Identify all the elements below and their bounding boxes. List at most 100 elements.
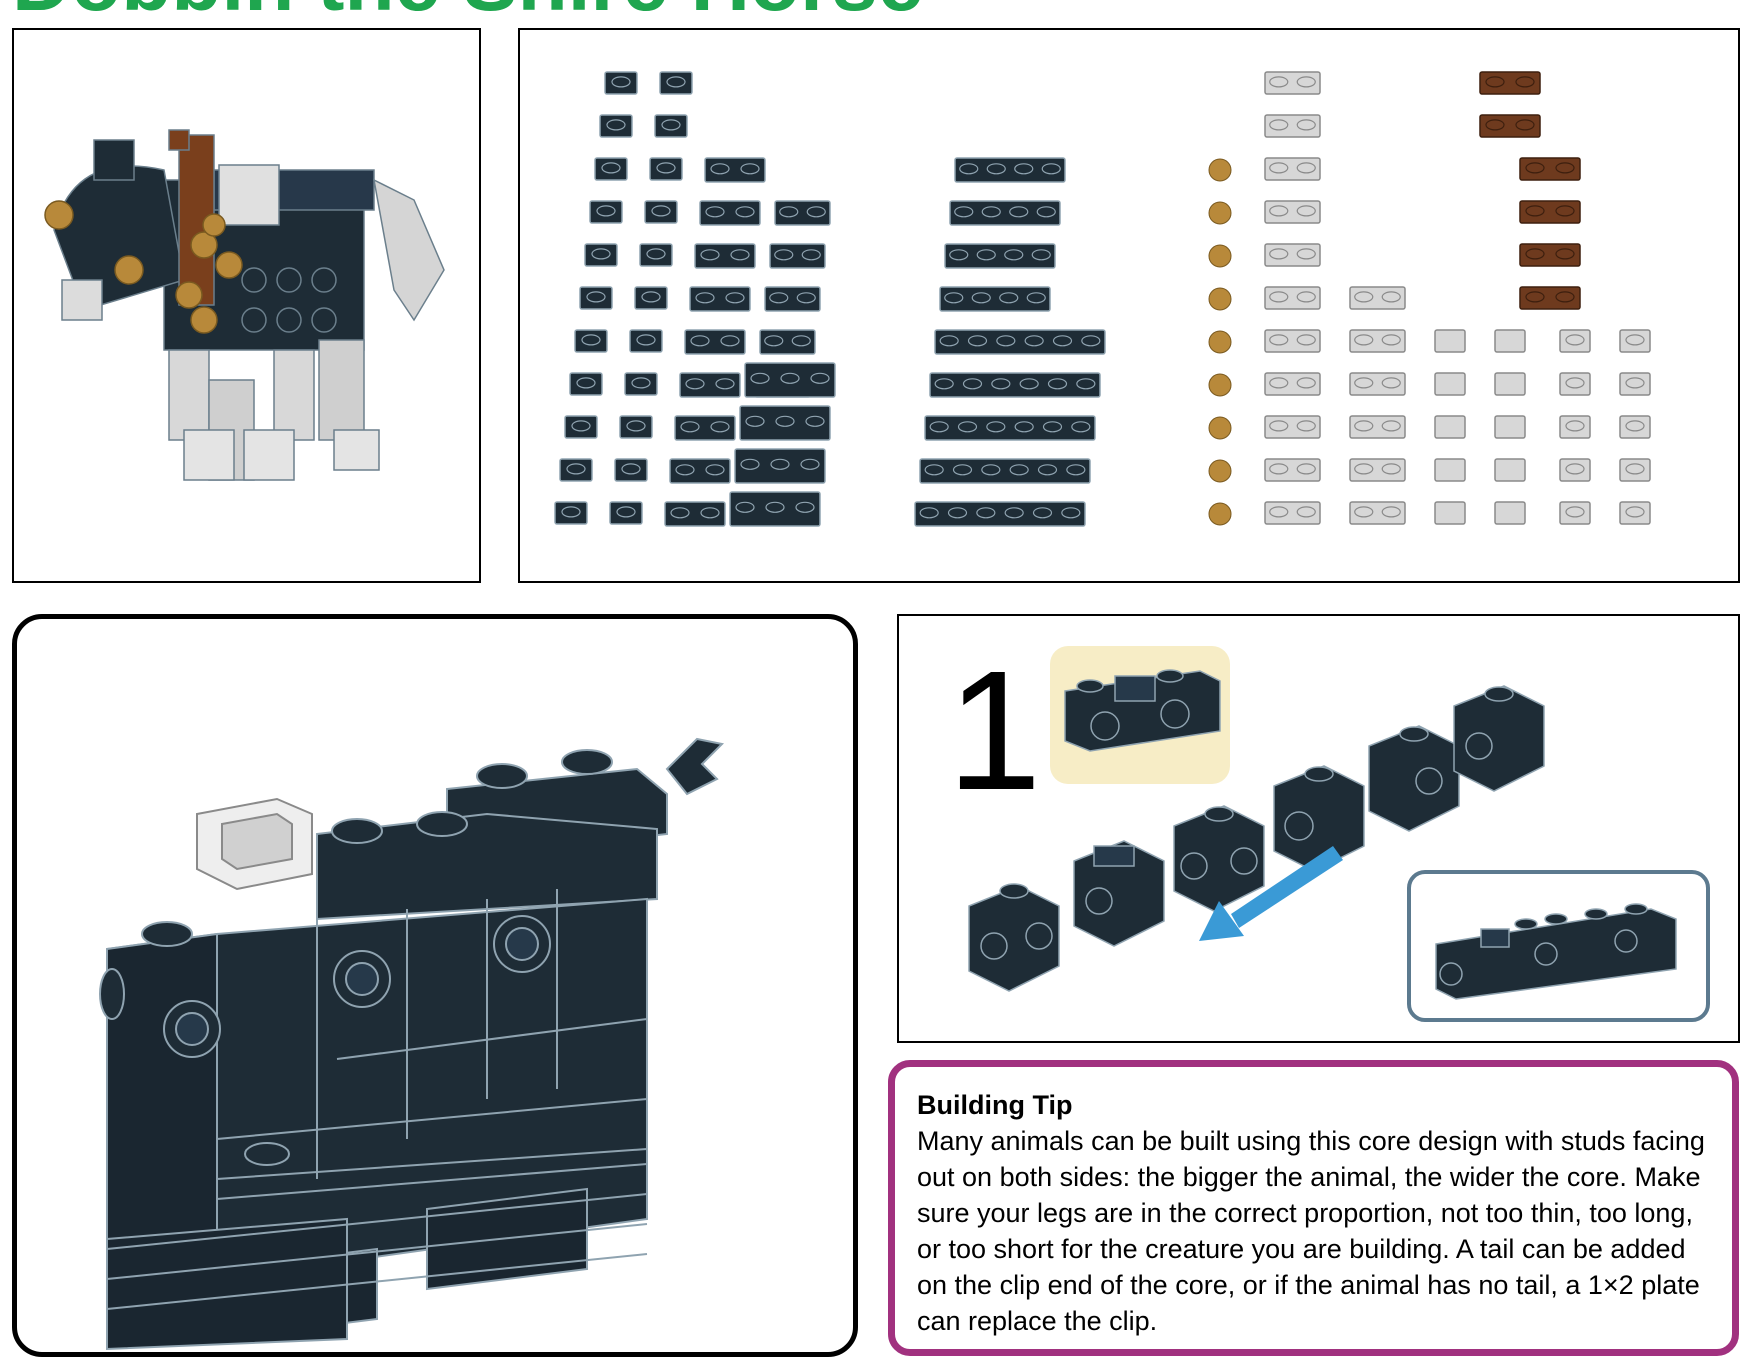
- part-piece: [1208, 158, 1232, 182]
- part-piece: [1619, 458, 1651, 482]
- core-assembly-panel: [12, 614, 858, 1357]
- part-piece: [1494, 372, 1526, 396]
- part-piece: [1264, 501, 1321, 525]
- part-piece: [1494, 329, 1526, 353]
- arrow-icon: [1199, 846, 1343, 941]
- part-piece: [1619, 329, 1651, 353]
- part-piece: [1349, 286, 1406, 310]
- part-piece: [1519, 200, 1581, 224]
- step-number: 1: [947, 636, 1042, 826]
- part-piece: [1434, 415, 1466, 439]
- step-result-box: [1407, 870, 1710, 1022]
- part-piece: [579, 286, 613, 310]
- part-piece: [1619, 372, 1651, 396]
- part-piece: [1519, 157, 1581, 181]
- part-piece: [654, 114, 688, 138]
- part-piece: [1208, 244, 1232, 268]
- part-piece: [924, 415, 1096, 441]
- part-piece: [609, 501, 643, 525]
- part-piece: [1208, 330, 1232, 354]
- finished-model-panel: [12, 28, 481, 583]
- parts-inventory-panel: [518, 28, 1740, 583]
- tip-body: Many animals can be built using this cor…: [917, 1126, 1705, 1336]
- part-piece: [684, 329, 746, 355]
- part-piece: [634, 286, 668, 310]
- horse-model-illustration: [44, 129, 445, 481]
- part-piece: [739, 405, 831, 441]
- core-assembly-illustration: [99, 737, 725, 1351]
- part-piece: [679, 372, 741, 398]
- part-piece: [1264, 243, 1321, 267]
- part-piece: [949, 200, 1061, 226]
- part-piece: [649, 157, 683, 181]
- core-result-illustration: [1435, 903, 1677, 1000]
- part-piece: [1264, 157, 1321, 181]
- part-piece: [1349, 329, 1406, 353]
- part-piece: [1349, 458, 1406, 482]
- part-piece: [704, 157, 766, 183]
- part-piece: [729, 491, 821, 527]
- part-piece: [574, 329, 608, 353]
- core-preview-illustration: [1064, 669, 1221, 752]
- part-piece: [734, 448, 826, 484]
- part-piece: [624, 372, 658, 396]
- part-piece: [954, 157, 1066, 183]
- part-piece: [664, 501, 726, 527]
- part-piece: [1559, 329, 1591, 353]
- part-piece: [599, 114, 633, 138]
- part-piece: [659, 71, 693, 95]
- part-piece: [1494, 458, 1526, 482]
- parts-inventory-illustration: [554, 71, 1651, 527]
- part-piece: [694, 243, 756, 269]
- part-piece: [769, 243, 826, 269]
- part-piece: [744, 362, 836, 398]
- part-piece: [554, 501, 588, 525]
- part-piece: [914, 501, 1086, 527]
- part-piece: [1519, 286, 1581, 310]
- part-piece: [1434, 458, 1466, 482]
- part-piece: [1264, 329, 1321, 353]
- part-piece: [1559, 415, 1591, 439]
- part-piece: [1264, 286, 1321, 310]
- part-piece: [1208, 459, 1232, 483]
- part-piece: [564, 415, 598, 439]
- part-piece: [619, 415, 653, 439]
- part-piece: [1494, 501, 1526, 525]
- part-piece: [939, 286, 1051, 312]
- part-piece: [1434, 372, 1466, 396]
- part-piece: [689, 286, 751, 312]
- part-piece: [569, 372, 603, 396]
- page-title: Dobbin the Shire Horse: [12, 0, 923, 14]
- part-piece: [919, 458, 1091, 484]
- step-panel: 1: [897, 614, 1740, 1043]
- part-piece: [1208, 502, 1232, 526]
- part-piece: [629, 329, 663, 353]
- part-piece: [559, 458, 593, 482]
- part-piece: [1349, 415, 1406, 439]
- part-piece: [944, 243, 1056, 269]
- part-piece: [604, 71, 638, 95]
- part-piece: [589, 200, 623, 224]
- part-piece: [1264, 458, 1321, 482]
- part-piece: [764, 286, 821, 312]
- part-piece: [1494, 415, 1526, 439]
- part-piece: [929, 372, 1101, 398]
- part-piece: [644, 200, 678, 224]
- part-piece: [1208, 416, 1232, 440]
- building-tip-box: Building Tip Many animals can be built u…: [888, 1060, 1739, 1356]
- part-piece: [1264, 71, 1321, 95]
- part-piece: [1619, 501, 1651, 525]
- part-piece: [1264, 372, 1321, 396]
- step-preview-box: [1050, 646, 1230, 784]
- part-piece: [1349, 372, 1406, 396]
- part-piece: [594, 157, 628, 181]
- part-piece: [1208, 287, 1232, 311]
- part-piece: [1434, 329, 1466, 353]
- part-piece: [1519, 243, 1581, 267]
- part-piece: [759, 329, 816, 355]
- part-piece: [1264, 415, 1321, 439]
- part-piece: [1479, 114, 1541, 138]
- part-piece: [1264, 200, 1321, 224]
- part-piece: [774, 200, 831, 226]
- part-piece: [1434, 501, 1466, 525]
